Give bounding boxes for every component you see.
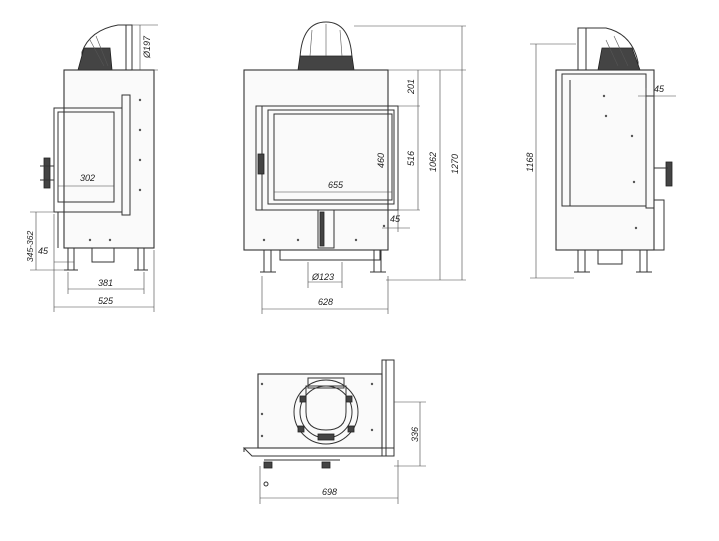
top-handle [321,461,331,469]
dim-door-width-left: 302 [80,173,95,183]
dim-height-mid: 1062 [428,152,438,172]
front-body [243,69,389,251]
left-flue-collar [77,47,113,71]
left-flue-outlet [125,24,133,71]
front-flue-rib [309,29,313,57]
right-side-view: 1168 45 [525,27,676,279]
right-flue-collar [597,47,641,71]
right-rivet [632,180,636,184]
right-leg-front [577,249,586,273]
dim-top-depth: 336 [410,427,420,442]
top-flue-tab [299,395,307,403]
top-flue-tab [297,425,305,433]
right-door-handle [665,161,673,187]
top-marker [263,481,269,487]
top-rivet [260,434,264,438]
right-rivet [634,226,638,230]
right-flue-elbow [585,27,639,71]
front-rivet [382,224,386,228]
dim-flue-dia: Ø197 [142,35,152,59]
right-air-box [597,249,623,265]
right-rivet [604,114,608,118]
dim-leg-offset: 45 [38,246,49,256]
front-glass [273,113,393,201]
right-rivet [630,134,634,138]
dim-total-depth: 525 [98,296,114,306]
top-view: 336 698 [242,359,426,504]
dim-base-height: 345-362 [25,231,35,262]
front-door-inner [267,109,395,205]
dim-leg-span: 381 [98,278,113,288]
dim-door-frame-height: 516 [406,151,416,166]
dim-top-height: 201 [406,79,416,95]
front-ash-channel [317,209,335,249]
left-flue-elbow [81,24,127,71]
right-body [555,69,655,251]
front-rivet [296,238,300,242]
front-flue-dome [299,21,353,59]
front-flue-collar [297,55,355,71]
top-rivet [260,412,264,416]
left-rivet [108,238,112,242]
front-ash-rod [319,211,325,247]
right-rear-box [653,199,665,251]
left-leg-back [137,247,145,271]
left-air-box [91,247,115,263]
top-side-panel [381,359,395,457]
left-door-hinge-strip [121,94,131,216]
dim-right-offset: 45 [654,84,665,94]
dim-front-bottom-offset: 45 [390,214,401,224]
top-flue-collar [305,385,347,431]
front-rivet [262,238,266,242]
front-base-plate [279,249,381,261]
dim-total-height: 1270 [450,154,460,174]
top-flue-tab [345,395,353,403]
dim-front-door-width: 655 [328,180,344,190]
top-flue-tab [347,425,355,433]
top-flue-outer-ring [293,379,359,445]
right-flue-rib [605,39,619,67]
front-flue-rib [339,29,343,57]
left-leg-front [67,247,75,271]
left-side-view: Ø197 302 345-362 45 381 525 [25,24,158,312]
front-door-handle [257,153,265,175]
right-leg-back [639,249,648,273]
right-flue-rib [613,35,629,67]
top-rivet [370,382,374,386]
front-leg-left [263,249,272,273]
top-flue-rim [307,377,345,389]
dim-air-inlet-dia: Ø123 [311,272,334,282]
top-flue-tab [317,433,335,441]
top-front-glass-outline [242,447,395,457]
top-rivet [260,382,264,386]
left-rivet [138,158,142,162]
right-rivet [602,94,606,98]
dim-door-height: 460 [376,153,386,168]
top-rivet [370,428,374,432]
left-rivet [138,98,142,102]
left-flue-rib [95,35,109,67]
front-rivet [354,238,358,242]
left-rivet [138,188,142,192]
left-flue-rib [89,39,105,67]
left-glass [57,111,115,203]
left-rivet [88,238,92,242]
front-view: 201 460 516 1062 1270 655 45 Ø123 628 [243,21,466,314]
top-handle-left [263,461,273,469]
dim-right-total-height: 1168 [525,153,535,172]
dim-top-width: 698 [322,487,337,497]
left-rivet [138,128,142,132]
dim-front-total-width: 628 [318,297,333,307]
right-flue-outlet [577,27,587,71]
left-door-handle [43,157,51,189]
